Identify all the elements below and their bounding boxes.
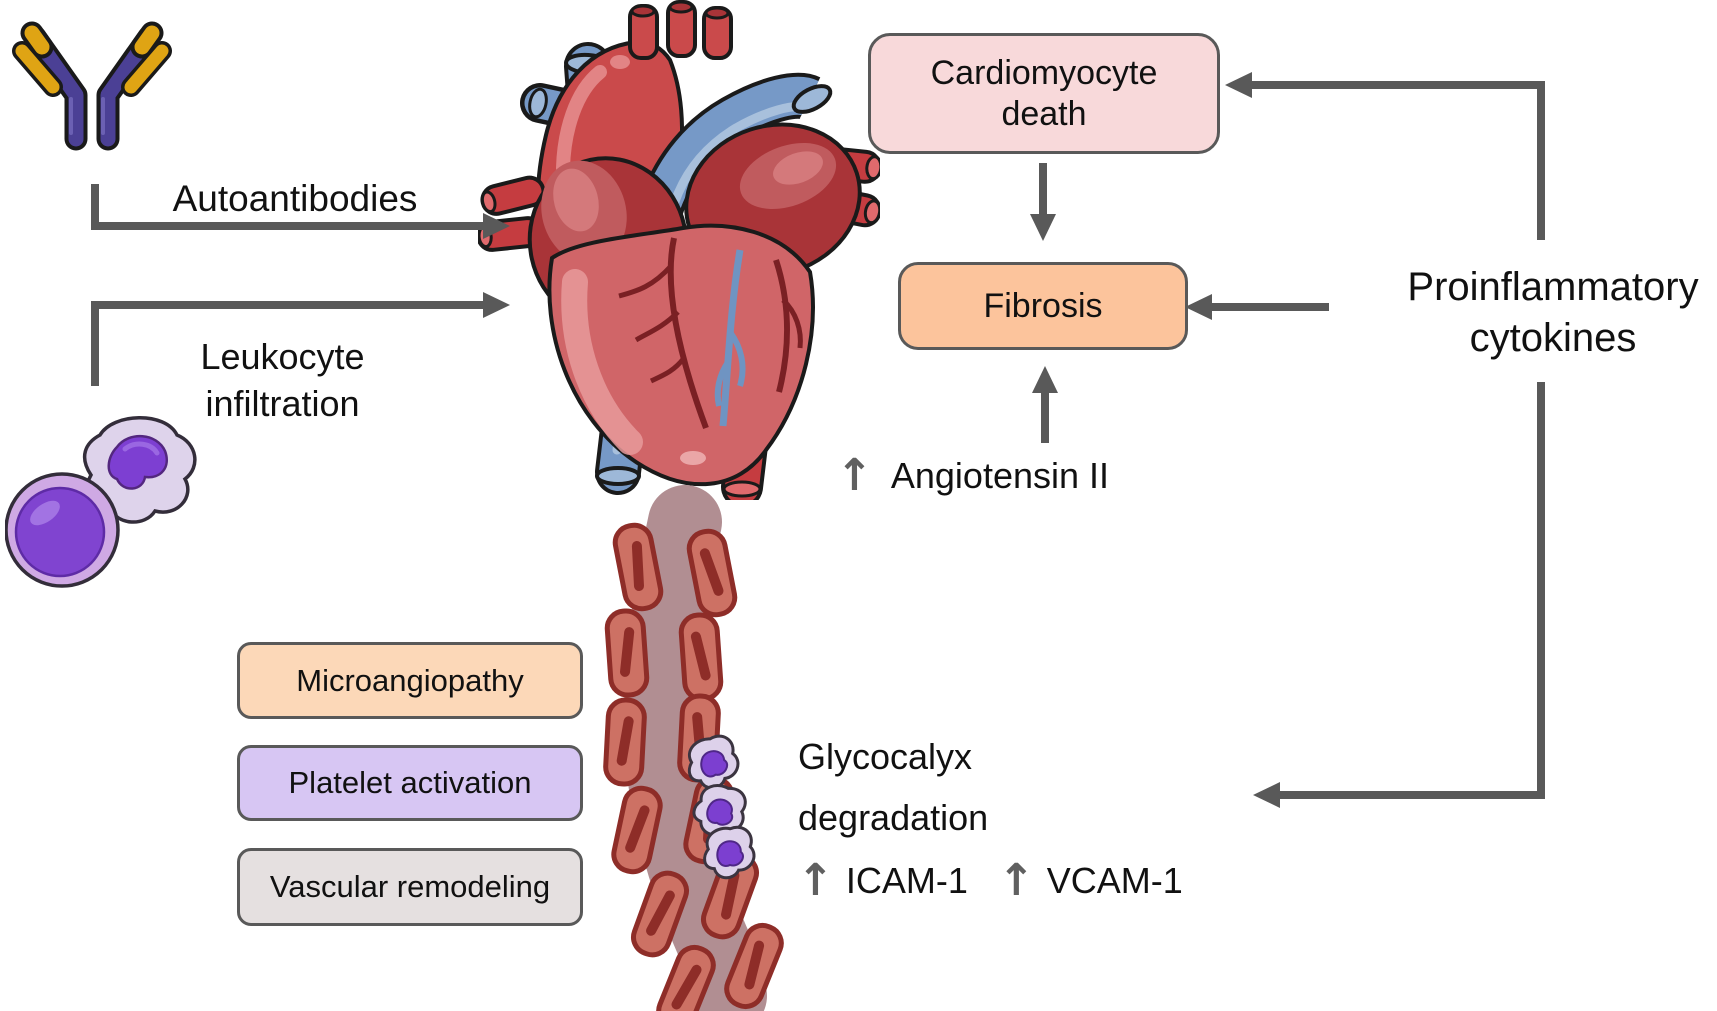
vascular-remodeling-box: Vascular remodeling xyxy=(237,848,583,926)
platelet-activation-label: Platelet activation xyxy=(288,765,532,801)
proinflammatory-line1: Proinflammatory xyxy=(1407,265,1699,309)
platelet-activation-box: Platelet activation xyxy=(237,745,583,821)
proinflammatory-cytokines-label: Proinflammatory cytokines xyxy=(1388,262,1717,364)
fibrosis-box: Fibrosis xyxy=(898,262,1188,350)
blood-vessel-icon xyxy=(603,485,784,1011)
cardiomyocyte-death-line2: death xyxy=(1001,94,1087,133)
fibrosis-label: Fibrosis xyxy=(983,286,1103,325)
arrow-cytokines-to-vessel xyxy=(1253,382,1545,808)
vessel-wall-left xyxy=(603,522,716,1011)
glycocalyx-degradation-line2: degradation xyxy=(798,797,989,838)
vcam-label: VCAM-1 xyxy=(1046,860,1183,901)
angiotensin-row: ↑ Angiotensin II xyxy=(836,452,1109,500)
leukocyte-infiltration-line2: infiltration xyxy=(205,383,360,424)
leukocyte-infiltration-line1: Leukocyte xyxy=(200,336,365,377)
up-arrow-icon: ↑ xyxy=(836,450,873,501)
proinflammatory-line2: cytokines xyxy=(1469,316,1637,360)
leukocyte-infiltration-label: Leukocyte infiltration xyxy=(180,333,385,427)
coronary-vessels xyxy=(618,237,803,430)
angiotensin-label: Angiotensin II xyxy=(890,455,1110,496)
up-arrow-icon: ↑ xyxy=(997,855,1035,906)
glycocalyx-degradation-line1: Glycocalyx xyxy=(798,736,973,777)
cardiomyocyte-death-box: Cardiomyocyte death xyxy=(868,33,1220,154)
icam-label: ICAM-1 xyxy=(845,860,968,901)
heart-icon xyxy=(478,0,880,500)
adhesion-molecules-row: ↑ ICAM-1 ↑ VCAM-1 xyxy=(797,857,1183,905)
microangiopathy-label: Microangiopathy xyxy=(296,662,524,698)
cardiomyocyte-death-line1: Cardiomyocyte xyxy=(930,53,1158,92)
antibody-icon xyxy=(12,21,172,151)
adherent-leukocytes xyxy=(687,734,756,880)
leukocyte-cells-icon xyxy=(5,416,197,588)
up-arrow-icon: ↑ xyxy=(797,855,834,906)
autoantibodies-label: Autoantibodies xyxy=(172,178,418,219)
vascular-remodeling-label: Vascular remodeling xyxy=(269,869,551,905)
microangiopathy-box: Microangiopathy xyxy=(237,642,583,719)
arrow-cytokines-to-cardiomyocyte-death xyxy=(1225,72,1545,240)
aortic-branches xyxy=(628,0,733,60)
